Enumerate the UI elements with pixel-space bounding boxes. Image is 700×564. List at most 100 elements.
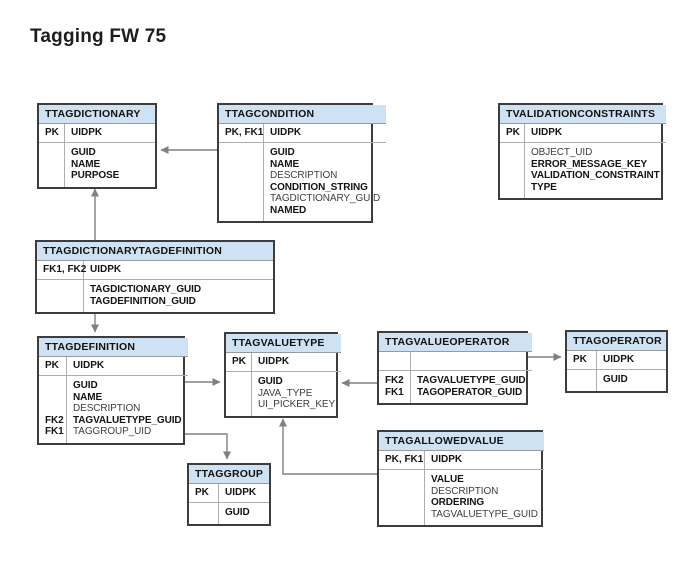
key-column xyxy=(219,143,264,221)
connector-definition-to-taggroup xyxy=(185,433,231,460)
field-row: TAGDICTIONARY_GUID xyxy=(270,193,381,204)
field-key-label xyxy=(45,403,60,415)
field-row: DESCRIPTION xyxy=(270,170,338,181)
key-column xyxy=(39,143,65,187)
field-row: GUID xyxy=(225,507,250,518)
field-row: TYPE xyxy=(531,181,557,193)
field-key-label xyxy=(506,159,518,171)
primary-key-label xyxy=(379,352,411,371)
field-row: UI_PICKER_KEY xyxy=(258,399,336,410)
field-row: JAVA_TYPE xyxy=(258,387,313,399)
field-key-label xyxy=(506,170,518,182)
field-row: VALUE xyxy=(431,474,464,485)
key-column xyxy=(379,470,425,525)
primary-key-field: UIDPK xyxy=(67,357,188,376)
field-key-label xyxy=(506,147,518,159)
field-key-label xyxy=(385,497,418,509)
field-row: NAME xyxy=(71,158,101,170)
table-title: TTAGDEFINITION xyxy=(39,338,188,357)
table-title: TTAGALLOWEDVALUE xyxy=(379,432,544,451)
table-title: TTAGDICTIONARYTAGDEFINITION xyxy=(37,242,273,261)
primary-key-label: PK xyxy=(226,353,252,372)
field-key-label xyxy=(45,159,58,171)
primary-key-field: UIDPK xyxy=(252,353,342,372)
key-column xyxy=(189,503,219,524)
field-row: OBJECT_UID xyxy=(531,147,593,158)
field-row: TAGVALUETYPE_GUID xyxy=(431,508,538,520)
field-row: DESCRIPTION xyxy=(73,403,141,414)
primary-key-field: UIDPK xyxy=(425,451,544,470)
field-key-label: FK1 xyxy=(45,426,64,437)
field-row: GUID xyxy=(71,147,96,158)
field-key-label xyxy=(232,399,245,411)
primary-key-field: UIDPK xyxy=(65,124,155,143)
field-key-label xyxy=(573,374,590,386)
field-key-label xyxy=(225,182,257,194)
field-row: TAGDICTIONARY_GUID xyxy=(90,284,201,295)
field-key-label xyxy=(45,170,58,182)
primary-key-field: UIDPK xyxy=(264,124,387,143)
table-title: TTAGOPERATOR xyxy=(567,332,666,351)
table-title: TTAGDICTIONARY xyxy=(39,105,155,124)
table-title: TTAGVALUEOPERATOR xyxy=(379,333,532,352)
field-row: DESCRIPTION xyxy=(431,485,499,497)
diagram-title: Tagging FW 75 xyxy=(30,26,167,47)
field-key-label xyxy=(225,159,257,171)
field-key-label xyxy=(45,380,60,392)
field-key-label: FK2 xyxy=(385,375,404,386)
field-row: ORDERING xyxy=(431,497,485,508)
primary-key-label: PK xyxy=(39,357,67,376)
field-key-label xyxy=(43,284,77,296)
field-key-label: FK1 xyxy=(385,386,404,398)
field-row: TAGGROUP_UID xyxy=(73,426,152,437)
field-row: TAGVALUETYPE_GUID xyxy=(73,414,182,426)
field-key-label xyxy=(385,509,418,521)
field-key-label xyxy=(225,170,257,182)
key-column xyxy=(500,143,525,198)
key-column xyxy=(567,370,597,391)
field-row: GUID xyxy=(270,147,295,158)
field-key-label xyxy=(43,296,77,308)
field-key-label xyxy=(506,182,518,194)
field-key-label xyxy=(232,388,245,400)
field-row: ERROR_MESSAGE_KEY xyxy=(531,158,648,170)
field-row: GUID xyxy=(603,374,628,385)
primary-key-label: PK xyxy=(567,351,597,370)
primary-key-field: UIDPK xyxy=(219,484,269,503)
field-key-label xyxy=(195,507,212,519)
table-title: TTAGCONDITION xyxy=(219,105,387,124)
field-row: NAME xyxy=(73,391,103,403)
field-key-label xyxy=(225,193,257,205)
field-row: NAMED xyxy=(270,204,307,216)
field-key-label: FK2 xyxy=(45,414,64,426)
field-key-label xyxy=(225,147,257,159)
primary-key-field xyxy=(411,352,532,371)
field-row: NAME xyxy=(270,158,300,170)
field-key-label xyxy=(45,392,60,404)
primary-key-label: FK1, FK2 xyxy=(37,261,86,280)
primary-key-label: PK xyxy=(500,124,525,143)
field-row: TAGDEFINITION_GUID xyxy=(90,295,196,307)
field-row: TAGVALUETYPE_GUID xyxy=(417,375,526,386)
field-key-label xyxy=(385,486,418,498)
key-column xyxy=(37,280,84,312)
field-key-label xyxy=(45,147,58,159)
field-row: GUID xyxy=(258,376,283,387)
